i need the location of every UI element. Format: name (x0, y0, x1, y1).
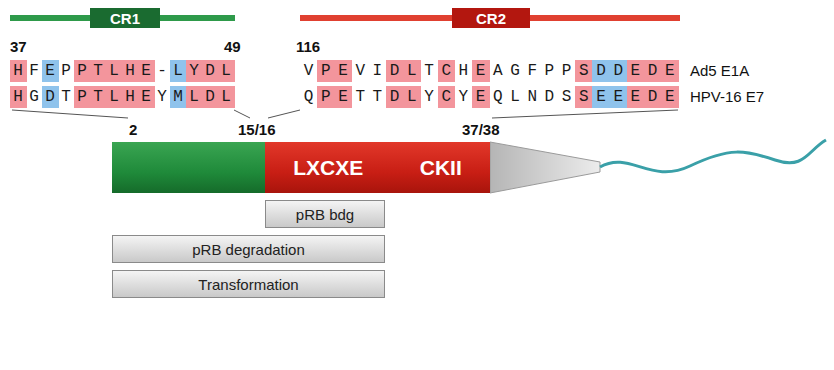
node-text: LXCXE (293, 156, 363, 180)
sequence-row: HFEPPTLHE-LYDL (13, 60, 237, 82)
leader-lines (12, 110, 678, 118)
sequence-row: QPETTDLYCYEQLNDSSEEEDE (304, 86, 682, 108)
sequence-row: HGDTPTLHEYMLDL (13, 86, 237, 108)
residue-number: 37 (10, 38, 27, 56)
function-box: pRB degradation (112, 235, 385, 263)
node-text: CR2 (476, 10, 506, 27)
protein-name: HPV-16 E7 (690, 88, 764, 106)
protein-name: Ad5 E1A (690, 62, 749, 80)
position-number: 37/38 (462, 121, 500, 139)
function-box: pRB bdg (265, 200, 385, 228)
motif-segment: LXCXE CKII (265, 142, 490, 193)
residue-number: 49 (224, 38, 241, 56)
position-number: 2 (129, 121, 137, 139)
residue-number: 116 (296, 38, 320, 56)
region-box: CR2 (452, 8, 530, 28)
node-text: CR1 (110, 10, 140, 27)
function-box: Transformation (112, 270, 385, 298)
sequence-row: VPEVIDLTCHEAGFPPSDDEDE (304, 60, 682, 82)
tapered-domain (490, 142, 600, 193)
node-text: pRB degradation (192, 241, 305, 258)
node-text: CKII (420, 156, 462, 180)
node-text: pRB bdg (296, 206, 354, 223)
cr1-domain (112, 142, 267, 193)
node-text: Transformation (198, 276, 298, 293)
position-number: 15/16 (238, 121, 276, 139)
region-box: CR1 (90, 8, 160, 28)
unstructured-tail (600, 140, 826, 172)
